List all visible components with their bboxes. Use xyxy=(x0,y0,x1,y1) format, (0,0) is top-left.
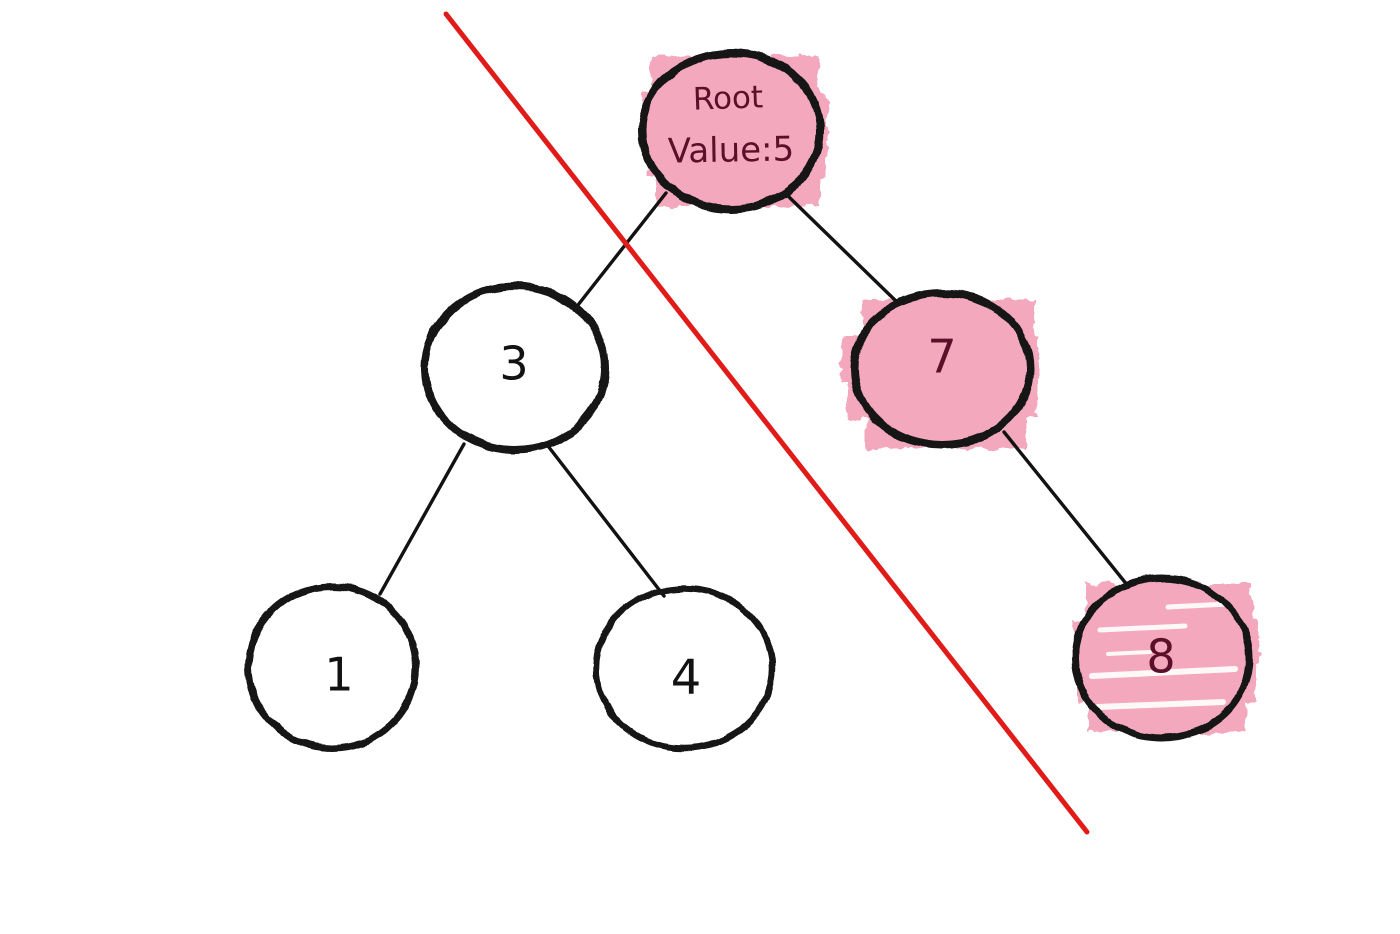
node-fill-n7 xyxy=(854,293,1030,445)
node-outline-n3 xyxy=(421,282,609,454)
node-outline-group xyxy=(244,49,1253,752)
node-n4-label: 4 xyxy=(671,650,702,706)
node-outline-n8 xyxy=(1071,574,1253,742)
edge-n3-to-4 xyxy=(546,444,666,598)
node-fill-n3 xyxy=(425,286,605,450)
node-fill-group xyxy=(248,53,1249,748)
node-n7-label: 7 xyxy=(927,330,956,384)
node-root-label-line1: Root xyxy=(692,79,763,117)
node-outline-n4 xyxy=(592,584,776,752)
partition-line-icon xyxy=(443,11,1090,835)
node-outline-n7 xyxy=(850,289,1034,449)
node-fill-n8 xyxy=(1075,578,1249,738)
node-label-group: Root Value:5 3 7 1 4 8 xyxy=(324,79,1175,706)
edge-n7-to-8 xyxy=(1002,430,1130,588)
node-outline-root xyxy=(638,49,824,213)
edge-n3-to-1 xyxy=(378,442,466,596)
node-fill-root xyxy=(642,53,820,209)
node-fill-n1 xyxy=(248,586,416,748)
node-n8-label: 8 xyxy=(1146,630,1175,684)
edge-group xyxy=(378,191,1130,598)
node-fill-n4 xyxy=(596,588,772,748)
node-outline-n1 xyxy=(244,582,420,752)
node-n1-label: 1 xyxy=(324,648,353,702)
node-n3-label: 3 xyxy=(499,337,528,391)
edge-root-to-3 xyxy=(576,191,668,307)
edge-root-to-7 xyxy=(787,195,899,304)
node-n8-streaks xyxy=(1089,601,1238,710)
node-root-label-line2: Value:5 xyxy=(667,129,794,171)
